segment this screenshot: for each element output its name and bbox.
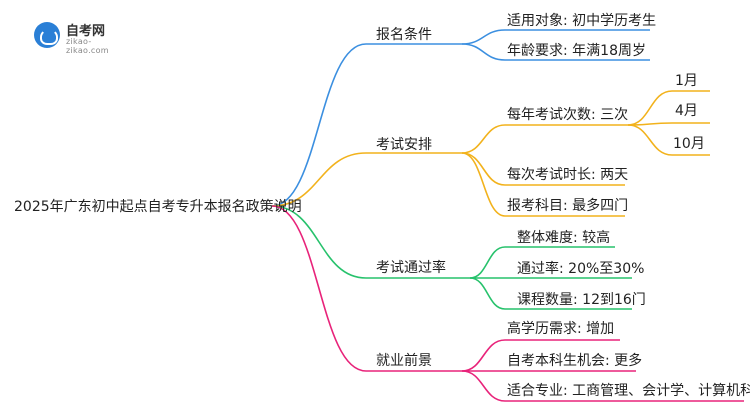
leaf-label: 1月 (675, 73, 698, 89)
branch-label: 考试安排 (376, 137, 432, 153)
branch-connector (271, 152, 367, 207)
branch-connector (271, 205, 367, 279)
leaf-connector (461, 152, 506, 186)
graduation-cap-icon (34, 22, 60, 48)
branch-label: 就业前景 (376, 353, 432, 369)
leaf-connector (461, 152, 506, 217)
leaf-connector (461, 124, 506, 154)
leaf-label: 报考科目: 最多四门 (507, 198, 629, 214)
leaf-label: 高学历需求: 增加 (507, 321, 615, 337)
branch-label: 报名条件 (376, 27, 432, 43)
leaf-label: 适合专业: 工商管理、会计学、计算机科学 (507, 383, 750, 399)
leaf-label: 4月 (675, 103, 698, 119)
branch-connector (271, 205, 367, 372)
leaf-connector (461, 43, 506, 61)
leaf-label: 整体难度: 较高 (517, 230, 611, 246)
leaf-label: 课程数量: 12到16门 (517, 292, 646, 308)
leaf-connector (461, 339, 506, 372)
branch-label: 考试通过率 (376, 260, 446, 276)
leaf-label: 每年考试次数: 三次 (507, 107, 629, 123)
leaf-connector (461, 370, 506, 402)
branch-connector (271, 43, 367, 207)
leaf-connector (627, 124, 673, 156)
leaf-label: 10月 (673, 136, 705, 152)
leaf-label: 适用对象: 初中学历考生 (507, 13, 657, 29)
leaf-connector (461, 29, 506, 45)
leaf-label: 每次考试时长: 两天 (507, 167, 629, 183)
leaf-label: 通过率: 20%至30% (517, 261, 645, 277)
leaf-connector (627, 90, 673, 126)
leaf-connector (469, 246, 506, 279)
root-topic: 2025年广东初中起点自考专升本报名政策说明 (14, 199, 302, 215)
logo-subtitle: zikao-zikao.com (66, 37, 109, 55)
leaf-label: 年龄要求: 年满18周岁 (507, 43, 646, 59)
leaf-label: 自考本科生机会: 更多 (507, 353, 643, 369)
site-logo: 自考网 zikao-zikao.com (34, 20, 134, 55)
leaf-connector (469, 277, 506, 310)
logo-title: 自考网 (66, 24, 106, 39)
